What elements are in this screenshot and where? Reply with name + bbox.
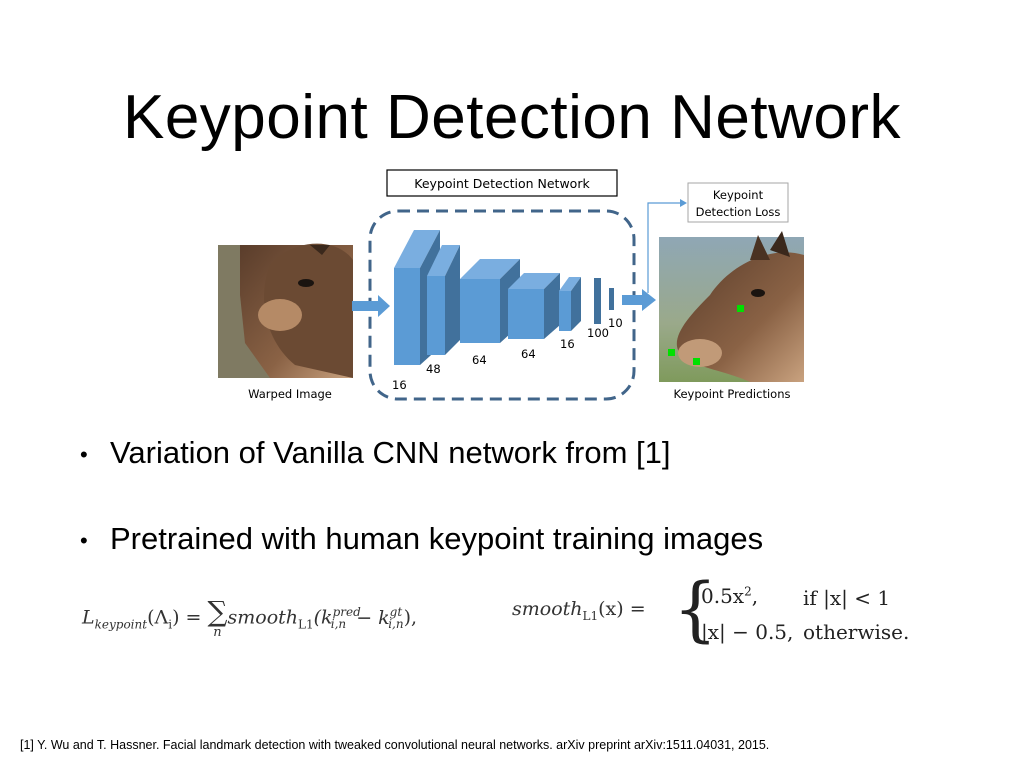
smooth-l1-formula: smoothL1(x) = — [512, 598, 646, 678]
bullet-text: Pretrained with human keypoint training … — [110, 521, 763, 556]
conv-layer-4 — [508, 273, 560, 339]
formula-part: (x) = — [598, 598, 646, 620]
case-1-value: 0.5x2, — [701, 584, 758, 608]
bullet-item: •Variation of Vanilla CNN network from [… — [80, 435, 671, 471]
layer-size-16a: 16 — [392, 378, 407, 392]
formula-part: L1 — [583, 609, 599, 623]
footnote-citation: [1] Y. Wu and T. Hassner. Facial landmar… — [20, 738, 769, 752]
keypoint-marker-eye — [737, 305, 744, 312]
formula-part: (Λ — [147, 607, 168, 629]
sum-symbol: ∑ — [207, 598, 227, 626]
layer-size-100: 100 — [587, 326, 609, 340]
keypoint-marker-nose — [668, 349, 675, 356]
warped-image — [218, 244, 353, 378]
fc-layer-10 — [609, 288, 614, 310]
formula-part: keypoint — [95, 617, 147, 631]
case-1-condition: if |x| < 1 — [803, 586, 890, 610]
keypoint-predictions-caption: Keypoint Predictions — [674, 387, 791, 401]
case-2-value: |x| − 0.5, — [701, 620, 793, 644]
formula-part: ) = — [172, 607, 207, 629]
formula-part: smooth — [512, 598, 583, 620]
fc-layer-100 — [594, 278, 601, 324]
formula-part: L — [82, 607, 95, 629]
loss-connector-head — [680, 199, 687, 207]
bullet-text: Variation of Vanilla CNN network from [1… — [110, 435, 671, 470]
formula-part: smooth — [227, 607, 298, 629]
warped-image-caption: Warped Image — [248, 387, 332, 401]
layer-size-16b: 16 — [560, 337, 575, 351]
formula-part: − k — [350, 607, 390, 629]
bullet-item: •Pretrained with human keypoint training… — [80, 521, 763, 557]
bullet-marker: • — [80, 528, 110, 554]
slide-title: Keypoint Detection Network — [0, 82, 1024, 153]
case-2-condition: otherwise. — [803, 620, 909, 644]
formula-part: ), — [404, 607, 417, 629]
bullet-marker: • — [80, 442, 110, 468]
formula-part: i,n — [331, 617, 346, 631]
layer-size-64b: 64 — [521, 347, 536, 361]
network-diagram: Keypoint Detection Network Warped Image — [210, 165, 810, 410]
conv-layer-5 — [559, 277, 581, 331]
keypoint-predictions-image — [659, 231, 804, 382]
formula-part: (k — [314, 607, 333, 629]
output-arrow — [622, 289, 656, 311]
formula-part: L1 — [298, 617, 314, 631]
loss-label-line2: Detection Loss — [696, 205, 781, 219]
formula-part: i,n — [388, 617, 403, 631]
loss-label-line1: Keypoint — [713, 188, 764, 202]
layer-size-10: 10 — [608, 316, 623, 330]
layer-size-64a: 64 — [472, 353, 487, 367]
layer-size-48: 48 — [426, 362, 441, 376]
keypoint-marker-mouth — [693, 358, 700, 365]
network-title-label: Keypoint Detection Network — [414, 176, 590, 191]
